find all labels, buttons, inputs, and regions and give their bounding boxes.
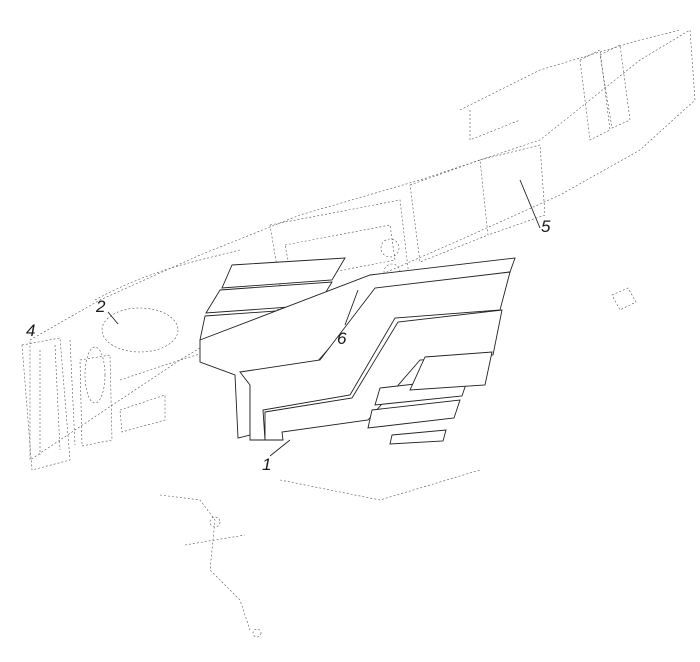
trim-stripes	[199, 257, 516, 445]
right-panel	[409, 144, 546, 263]
callout-6: 6	[337, 329, 347, 348]
wire-harness	[159, 494, 262, 638]
leader-lines	[107, 179, 541, 457]
callout-5: 5	[541, 217, 551, 236]
bracket-part	[611, 287, 637, 311]
callout-2: 2	[96, 297, 106, 316]
side-panel	[21, 337, 113, 471]
callout-4: 4	[26, 321, 36, 340]
dashboard-body	[29, 29, 696, 501]
instrument-cluster	[84, 307, 179, 404]
callout-1: 1	[262, 455, 272, 474]
